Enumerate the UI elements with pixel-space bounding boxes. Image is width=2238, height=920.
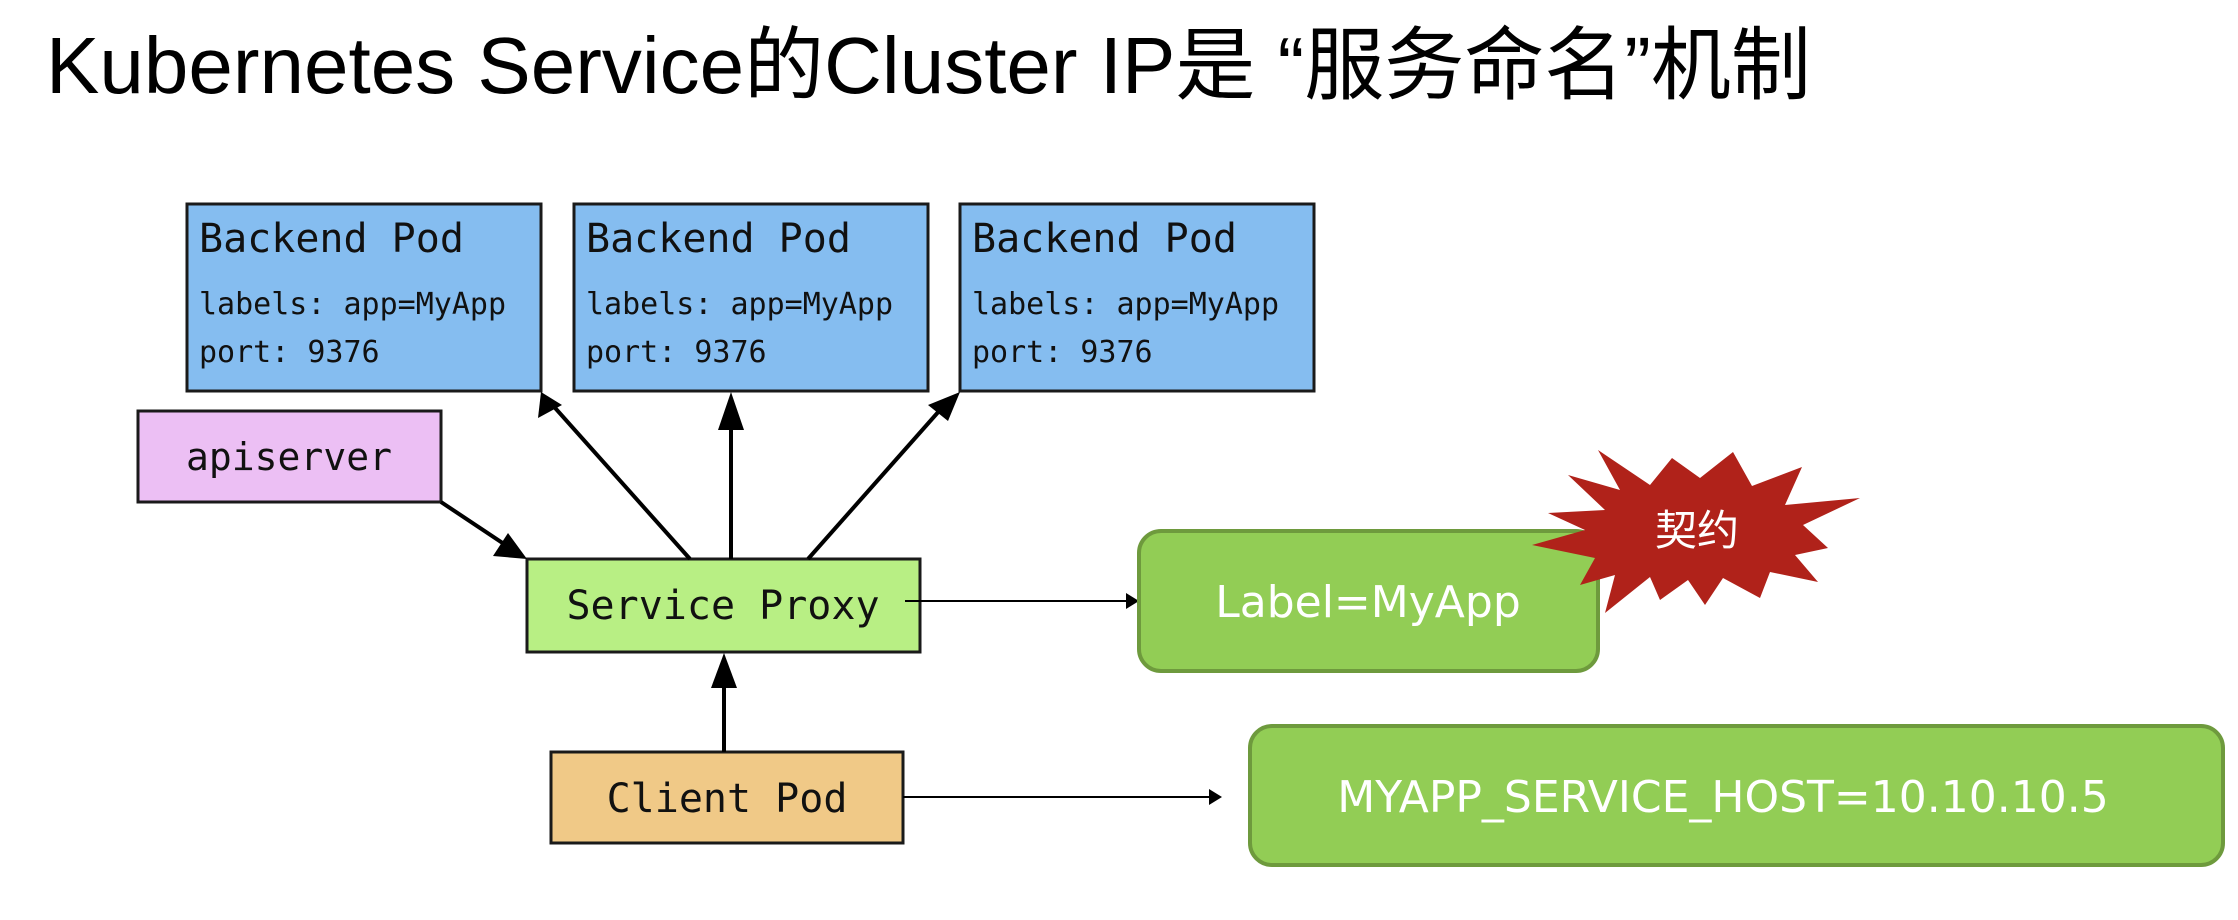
backend-pod-3-labels: labels: app=MyApp xyxy=(972,287,1279,322)
env-text: MYAPP_SERVICE_HOST=10.10.10.5 xyxy=(1337,772,2108,823)
backend-pod-1-port: port: 9376 xyxy=(199,335,380,370)
backend-pod-2-labels: labels: app=MyApp xyxy=(586,287,893,322)
backend-pod-2: Backend Pod labels: app=MyApp port: 9376 xyxy=(572,202,930,393)
backend-pod-3-box xyxy=(958,202,1316,393)
env-box xyxy=(1248,724,2225,867)
backend-pod-3-port: port: 9376 xyxy=(972,335,1153,370)
arrowhead-label xyxy=(1126,593,1139,609)
edges xyxy=(439,392,1222,805)
arrowhead-proxy-from-apiserver xyxy=(493,533,527,559)
arrowhead-proxy-from-client xyxy=(711,653,737,688)
env-node: MYAPP_SERVICE_HOST=10.10.10.5 xyxy=(1248,724,2225,867)
backend-pod-3-title: Backend Pod xyxy=(972,216,1237,262)
label-box xyxy=(1137,529,1600,673)
service-proxy-label: Service Proxy xyxy=(566,583,879,629)
backend-pod-1-labels: labels: app=MyApp xyxy=(199,287,506,322)
backend-pod-2-title: Backend Pod xyxy=(586,216,851,262)
label-text: Label=MyApp xyxy=(1215,577,1521,628)
apiserver-node: apiserver xyxy=(136,409,443,504)
client-pod-label: Client Pod xyxy=(607,776,848,822)
starburst-text: 契约 xyxy=(1655,506,1739,555)
backend-pod-3: Backend Pod labels: app=MyApp port: 9376 xyxy=(958,202,1316,393)
edge-proxy-to-backend-3 xyxy=(806,408,942,561)
apiserver-box xyxy=(136,409,443,504)
service-proxy-node: Service Proxy xyxy=(525,557,922,654)
backend-pod-2-port: port: 9376 xyxy=(586,335,767,370)
slide-title: Kubernetes Service的Cluster IP是 “服务命名”机制 xyxy=(46,21,1811,110)
edge-proxy-to-backend-1 xyxy=(546,398,692,561)
backend-pod-1-box xyxy=(185,202,543,393)
client-pod-box xyxy=(549,750,905,845)
contract-starburst: 契约 xyxy=(1532,450,1860,613)
label-node: Label=MyApp xyxy=(1137,529,1600,673)
backend-pod-2-box xyxy=(572,202,930,393)
starburst-shape xyxy=(1532,450,1860,613)
edge-apiserver-to-proxy xyxy=(439,500,512,550)
arrowhead-backend-1 xyxy=(538,392,562,418)
arrowhead-env xyxy=(1209,789,1222,805)
client-pod-node: Client Pod xyxy=(549,750,905,845)
service-proxy-box xyxy=(525,557,922,654)
arrowhead-backend-3 xyxy=(928,392,960,421)
backend-pod-1: Backend Pod labels: app=MyApp port: 9376 xyxy=(185,202,543,393)
arrowhead-backend-2 xyxy=(718,392,744,430)
backend-pod-1-title: Backend Pod xyxy=(199,216,464,262)
apiserver-label: apiserver xyxy=(186,435,392,479)
